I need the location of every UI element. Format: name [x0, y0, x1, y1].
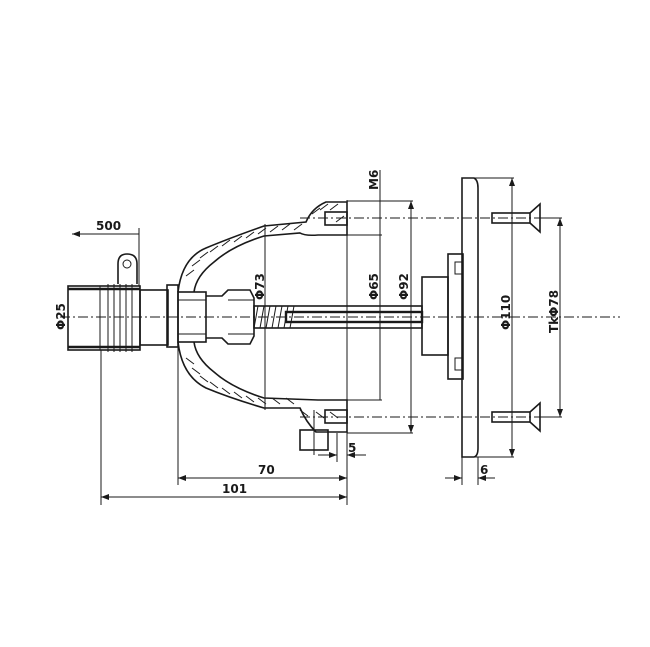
label-tk78: TkΦ78 — [547, 290, 561, 333]
label-phi92: Φ92 — [397, 273, 411, 300]
mounting-plate — [421, 177, 479, 458]
pipe-connector — [67, 284, 169, 352]
label-phi110: Φ110 — [499, 295, 513, 330]
label-6: 6 — [480, 463, 488, 477]
lug — [117, 253, 138, 284]
nut-assembly — [166, 284, 255, 348]
label-phi65: Φ65 — [367, 273, 381, 300]
label-phi73: Φ73 — [253, 273, 267, 300]
label-phi25: Φ25 — [54, 303, 68, 330]
label-500: 500 — [96, 219, 121, 233]
label-m6: M6 — [367, 170, 381, 190]
label-5: 5 — [348, 441, 356, 455]
label-101: 101 — [222, 482, 247, 496]
label-70: 70 — [258, 463, 275, 477]
